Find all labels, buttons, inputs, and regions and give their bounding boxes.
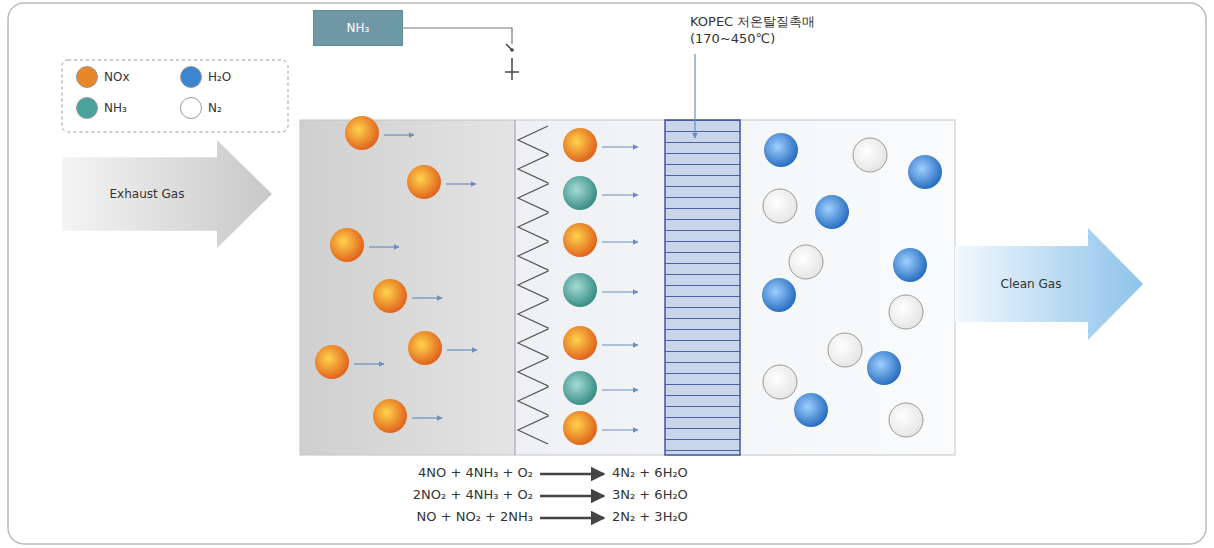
legend-text: NOx	[104, 70, 130, 84]
nox-molecule	[408, 331, 442, 365]
static-mixer	[518, 126, 548, 444]
legend-swatch	[180, 97, 202, 119]
equation-products: 3N₂ + 6H₂O	[612, 487, 688, 502]
legend-text: NH₃	[104, 101, 127, 115]
nox-molecule	[563, 128, 597, 162]
reaction-arrows	[540, 474, 604, 518]
flow-arrow	[354, 363, 384, 364]
equation-reactants: 2NO₂ + 4NH₃ + O₂	[413, 487, 533, 502]
nox-molecule	[315, 345, 349, 379]
mixer-line	[515, 120, 516, 455]
flow-arrow	[602, 429, 638, 430]
nh3-molecule	[563, 273, 597, 307]
nox-molecule	[563, 223, 597, 257]
node-text: Clean Gas	[1001, 277, 1062, 291]
equation-reactants: NO + NO₂ + 2NH₃	[417, 509, 533, 524]
n2-molecule	[789, 245, 823, 279]
catalyst-block	[665, 120, 740, 455]
nox-molecule	[330, 228, 364, 262]
legend-frame	[62, 60, 288, 132]
reagent-box: NH₃	[313, 10, 403, 46]
h2o-molecule	[764, 133, 798, 167]
legend-item: H₂O	[180, 66, 231, 88]
node-text: Exhaust Gas	[110, 187, 185, 201]
flow-arrow	[602, 241, 638, 242]
nox-molecule	[563, 411, 597, 445]
flow-arrow	[412, 297, 442, 298]
duct-outline	[300, 120, 955, 455]
outer-frame	[8, 3, 1206, 544]
h2o-molecule	[794, 393, 828, 427]
flow-arrow	[602, 344, 638, 345]
h2o-molecule	[867, 351, 901, 385]
nh3-molecule	[563, 176, 597, 210]
n2-molecule	[889, 295, 923, 329]
duct-inlet	[300, 120, 515, 455]
nox-molecule	[373, 399, 407, 433]
h2o-molecule	[893, 248, 927, 282]
equation-products: 2N₂ + 3H₂O	[612, 509, 688, 524]
legend-item: NH₃	[76, 97, 127, 119]
valve-pivot	[510, 48, 514, 52]
flow-arrow	[412, 417, 442, 418]
flow-arrow	[447, 349, 477, 350]
gas-flow-arrow: Clean Gas	[955, 228, 1143, 340]
nh3-pipe	[403, 28, 512, 44]
flow-arrow	[602, 146, 638, 147]
n2-molecule	[763, 365, 797, 399]
callout-label: KOPEC 저온탈질촉매 (170~450℃)	[690, 14, 830, 48]
nh3-molecule	[563, 371, 597, 405]
flow-arrow	[602, 389, 638, 390]
flow-arrow	[602, 291, 638, 292]
h2o-molecule	[762, 278, 796, 312]
nox-molecule	[373, 279, 407, 313]
flow-arrow	[446, 183, 476, 184]
flow-arrow	[384, 134, 414, 135]
legend-text: N₂	[208, 101, 222, 115]
legend-text: H₂O	[208, 70, 231, 84]
nox-molecule	[345, 116, 379, 150]
h2o-molecule	[908, 155, 942, 189]
h2o-molecule	[815, 195, 849, 229]
n2-molecule	[763, 189, 797, 223]
legend-swatch	[180, 66, 202, 88]
n2-molecule	[853, 138, 887, 172]
n2-molecule	[889, 403, 923, 437]
node-text: NH₃	[347, 21, 370, 35]
flow-arrow	[369, 246, 399, 247]
legend-item: NOx	[76, 66, 130, 88]
flow-arrow	[602, 194, 638, 195]
catalyst-pointer	[694, 54, 695, 138]
equation-products: 4N₂ + 6H₂O	[612, 465, 688, 480]
duct-body	[515, 120, 955, 455]
gas-flow-arrow: Exhaust Gas	[62, 140, 272, 248]
equation-reactants: 4NO + 4NH₃ + O₂	[418, 465, 533, 480]
legend-swatch	[76, 97, 98, 119]
n2-molecule	[828, 333, 862, 367]
injection-valve	[505, 44, 519, 80]
nox-molecule	[407, 165, 441, 199]
legend-item: N₂	[180, 97, 222, 119]
nox-molecule	[563, 326, 597, 360]
legend-swatch	[76, 66, 98, 88]
